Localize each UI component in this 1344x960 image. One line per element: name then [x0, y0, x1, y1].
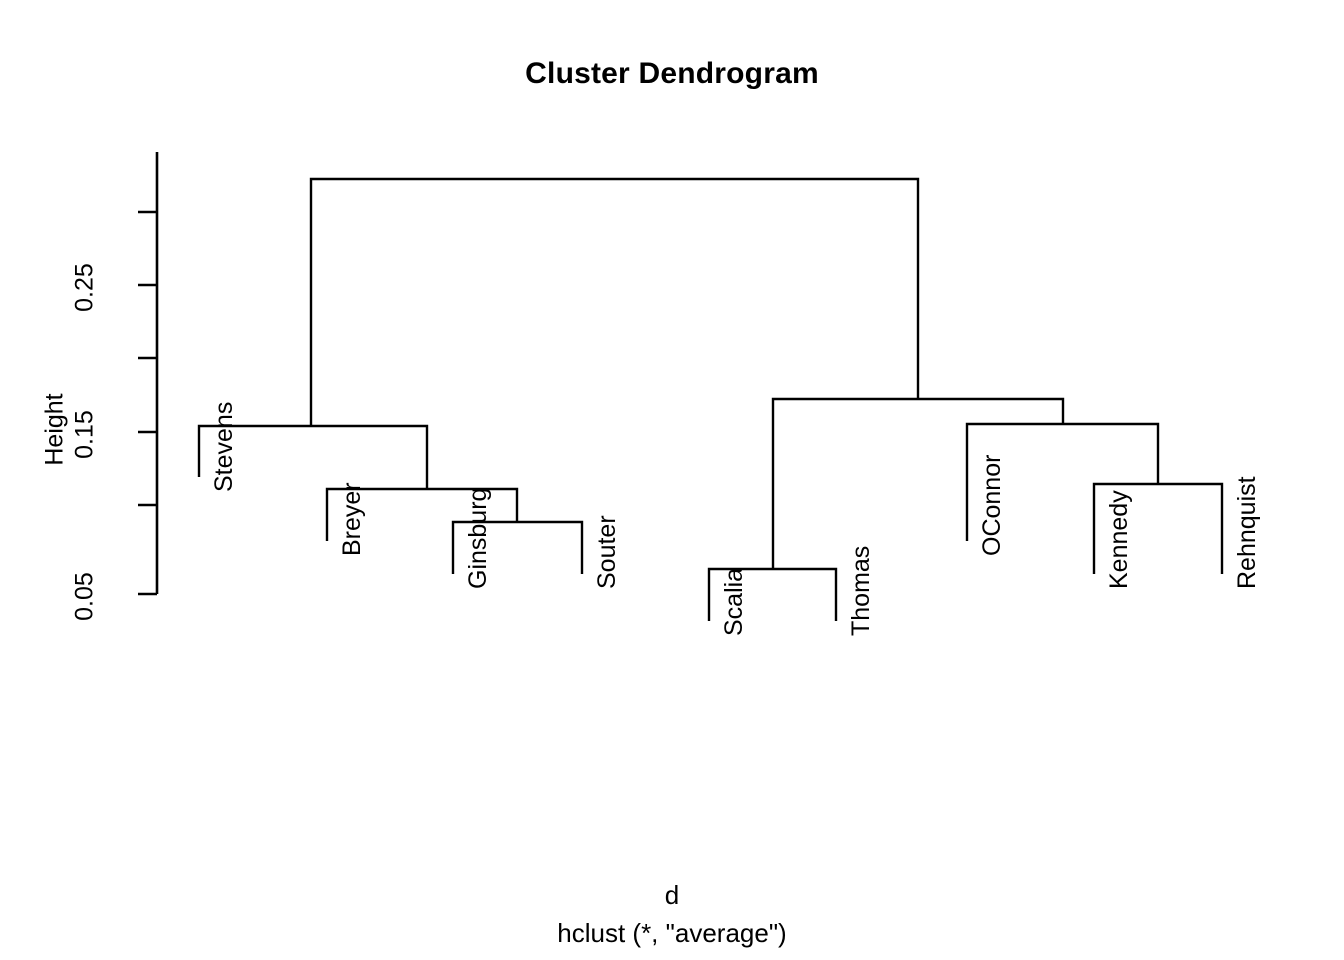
y-axis [138, 152, 159, 596]
merge-left-cluster [197, 424, 429, 489]
x-axis-label: d [664, 880, 680, 910]
merge-breyer-group [325, 487, 519, 541]
y-tick-label-005: 0.05 [70, 572, 99, 621]
leaf-label-breyer: Breyer [338, 482, 366, 556]
merge-scalia-thomas [707, 567, 838, 621]
leaf-label-stevens: Stevens [210, 401, 238, 492]
leaf-label-thomas: Thomas [847, 545, 875, 636]
leaf-label-scalia: Scalia [720, 567, 748, 636]
leaf-label-souter: Souter [593, 515, 621, 589]
merge-root [309, 177, 920, 426]
dendrogram-tree [197, 177, 1224, 621]
y-tick-label-025: 0.25 [70, 263, 99, 312]
leaf-label-oconnor: OConnor [978, 454, 1006, 556]
merge-oconnor-group [965, 422, 1160, 541]
merge-ginsburg-souter [451, 520, 584, 574]
merge-right-cluster [771, 397, 1065, 569]
x-axis-subtitle: hclust (*, "average") [557, 918, 787, 948]
leaf-label-ginsburg: Ginsburg [464, 487, 492, 589]
leaf-label-kennedy: Kennedy [1105, 490, 1133, 589]
page-title: Cluster Dendrogram [525, 57, 819, 90]
leaf-label-rehnquist: Rehnquist [1233, 476, 1261, 589]
merge-kennedy-rehnquist [1092, 482, 1224, 574]
y-tick-label-015: 0.15 [70, 410, 99, 459]
